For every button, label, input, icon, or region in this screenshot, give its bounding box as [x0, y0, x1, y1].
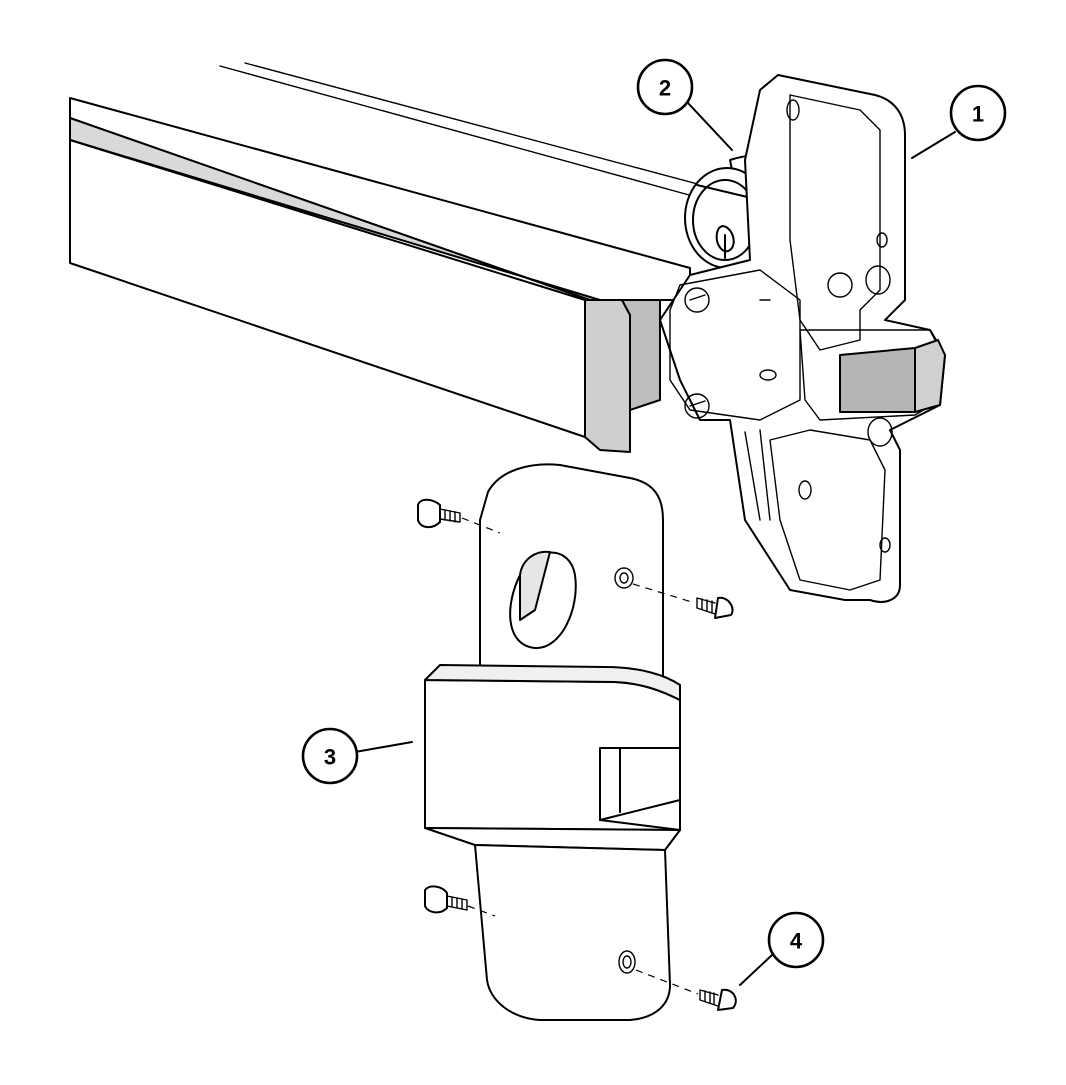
- callout-2-label: 2: [659, 76, 671, 101]
- callout-1-label: 1: [972, 102, 984, 127]
- callout-2: 2: [636, 58, 694, 116]
- callout-4: 4: [767, 911, 825, 969]
- cover-housing: [424, 463, 681, 1021]
- callout-4-label: 4: [790, 929, 803, 954]
- callout-1: 1: [949, 84, 1007, 142]
- screws: [417, 498, 737, 1011]
- callout-3: 3: [301, 727, 359, 785]
- alignment-lines: [461, 517, 699, 995]
- leader-lines: [354, 102, 956, 986]
- callout-3-label: 3: [324, 745, 336, 770]
- latch-chassis: [659, 74, 946, 603]
- push-bar-rail: [69, 62, 721, 453]
